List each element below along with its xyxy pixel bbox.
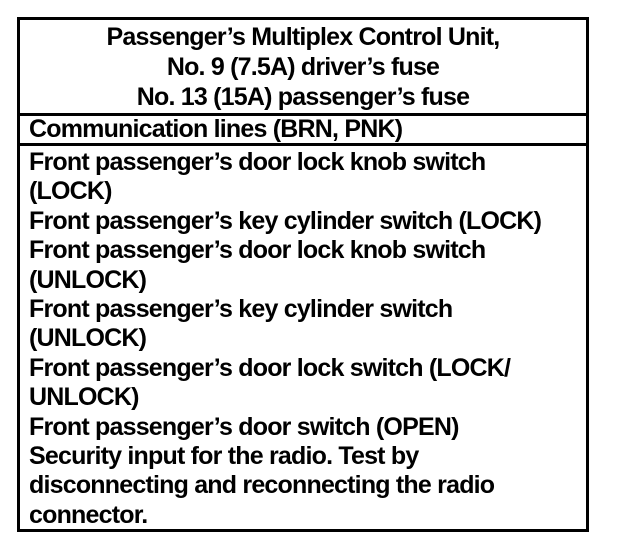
table-header: Passenger’s Multiplex Control Unit, No. … xyxy=(20,20,586,116)
list-item: Front passenger’s door lock knob switch … xyxy=(29,236,486,294)
passenger-fuse-line: No. 13 (15A) passenger’s fuse xyxy=(136,83,470,111)
communication-lines-row: Communication lines (BRN, PNK) xyxy=(20,116,586,146)
list-item: Front passenger’s door lock knob switch … xyxy=(29,148,486,206)
list-item: Security input for the radio. Test by di… xyxy=(29,442,495,529)
multiplex-control-unit-table: Passenger’s Multiplex Control Unit, No. … xyxy=(17,17,589,532)
list-item: Front passenger’s key cylinder switch (L… xyxy=(29,206,542,235)
list-item: Front passenger’s door lock switch (LOCK… xyxy=(29,353,511,412)
table-body: Front passenger’s door lock knob switch … xyxy=(20,146,586,529)
list-item: Front passenger’s door switch (OPEN) xyxy=(29,412,459,441)
table-title-line: Passenger’s Multiplex Control Unit, xyxy=(106,23,501,51)
driver-fuse-line: No. 9 (7.5A) driver’s fuse xyxy=(166,53,440,81)
list-item: Front passenger’s key cylinder switch (U… xyxy=(29,295,453,353)
